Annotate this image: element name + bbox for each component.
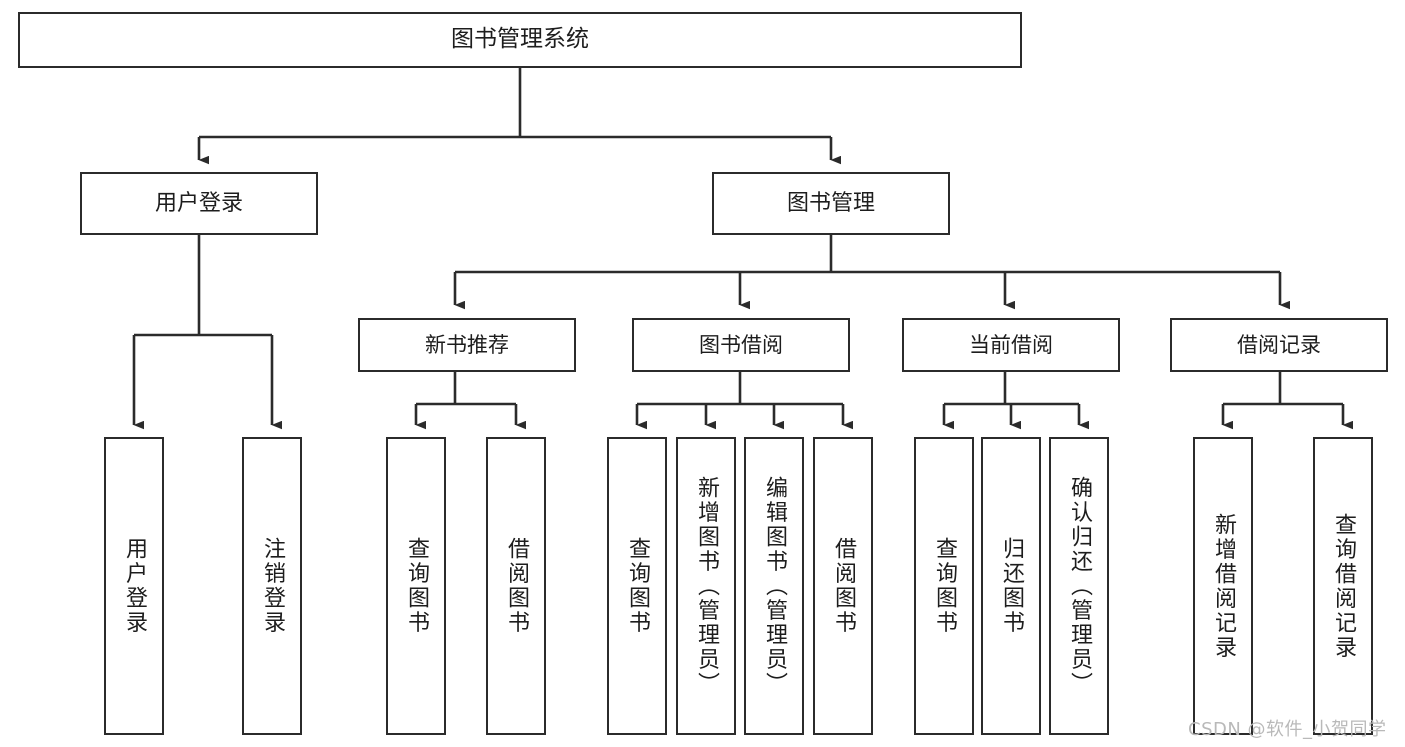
leaf-current-confirm-return-admin[interactable]: 确认归还（管理员） — [1049, 437, 1109, 735]
leaf-borrow-add-book-admin[interactable]: 新增图书（管理员） — [676, 437, 736, 735]
leaf-current-query-book[interactable]: 查询图书 — [914, 437, 974, 735]
node-label: 编辑图书（管理员） — [761, 475, 787, 697]
node-label: 查询图书 — [931, 537, 957, 635]
leaf-borrow-query-book[interactable]: 查询图书 — [607, 437, 667, 735]
node-label: 用户登录 — [121, 537, 147, 635]
node-label: 当前借阅 — [969, 332, 1053, 357]
node-book-borrow[interactable]: 图书借阅 — [632, 318, 850, 372]
csdn-watermark: CSDN @软件_小贺同学 — [1188, 719, 1387, 740]
leaf-record-query-record[interactable]: 查询借阅记录 — [1313, 437, 1373, 735]
node-label: 用户登录 — [154, 190, 243, 216]
node-label: 查询图书 — [624, 537, 650, 635]
leaf-current-return-book[interactable]: 归还图书 — [981, 437, 1041, 735]
node-book-management[interactable]: 图书管理 — [712, 172, 950, 235]
leaf-borrow-borrow-book[interactable]: 借阅图书 — [813, 437, 873, 735]
leaf-record-add-record[interactable]: 新增借阅记录 — [1193, 437, 1253, 735]
node-label: 新增图书（管理员） — [693, 475, 719, 697]
leaf-logout[interactable]: 注销登录 — [242, 437, 302, 735]
leaf-user-login[interactable]: 用户登录 — [104, 437, 164, 735]
node-label: 归还图书 — [998, 537, 1024, 635]
leaf-borrow-edit-book-admin[interactable]: 编辑图书（管理员） — [744, 437, 804, 735]
node-label: 查询图书 — [403, 537, 429, 635]
node-borrow-record[interactable]: 借阅记录 — [1170, 318, 1388, 372]
node-label: 图书借阅 — [699, 332, 783, 357]
node-label: 图书管理系统 — [451, 26, 589, 53]
node-label: 借阅图书 — [830, 537, 856, 635]
node-label: 新增借阅记录 — [1210, 512, 1236, 660]
node-label: 确认归还（管理员） — [1066, 475, 1092, 697]
node-label: 借阅记录 — [1237, 332, 1321, 357]
node-current-borrow[interactable]: 当前借阅 — [902, 318, 1120, 372]
node-label: 借阅图书 — [503, 537, 529, 635]
node-new-book-recommend[interactable]: 新书推荐 — [358, 318, 576, 372]
leaf-new-book-borrow-book[interactable]: 借阅图书 — [486, 437, 546, 735]
node-user-login[interactable]: 用户登录 — [80, 172, 318, 235]
node-label: 新书推荐 — [425, 332, 509, 357]
node-label: 图书管理 — [786, 190, 875, 216]
leaf-new-book-query-book[interactable]: 查询图书 — [386, 437, 446, 735]
node-root-book-management-system[interactable]: 图书管理系统 — [18, 12, 1022, 68]
node-label: 注销登录 — [259, 537, 285, 635]
node-label: 查询借阅记录 — [1330, 512, 1356, 660]
